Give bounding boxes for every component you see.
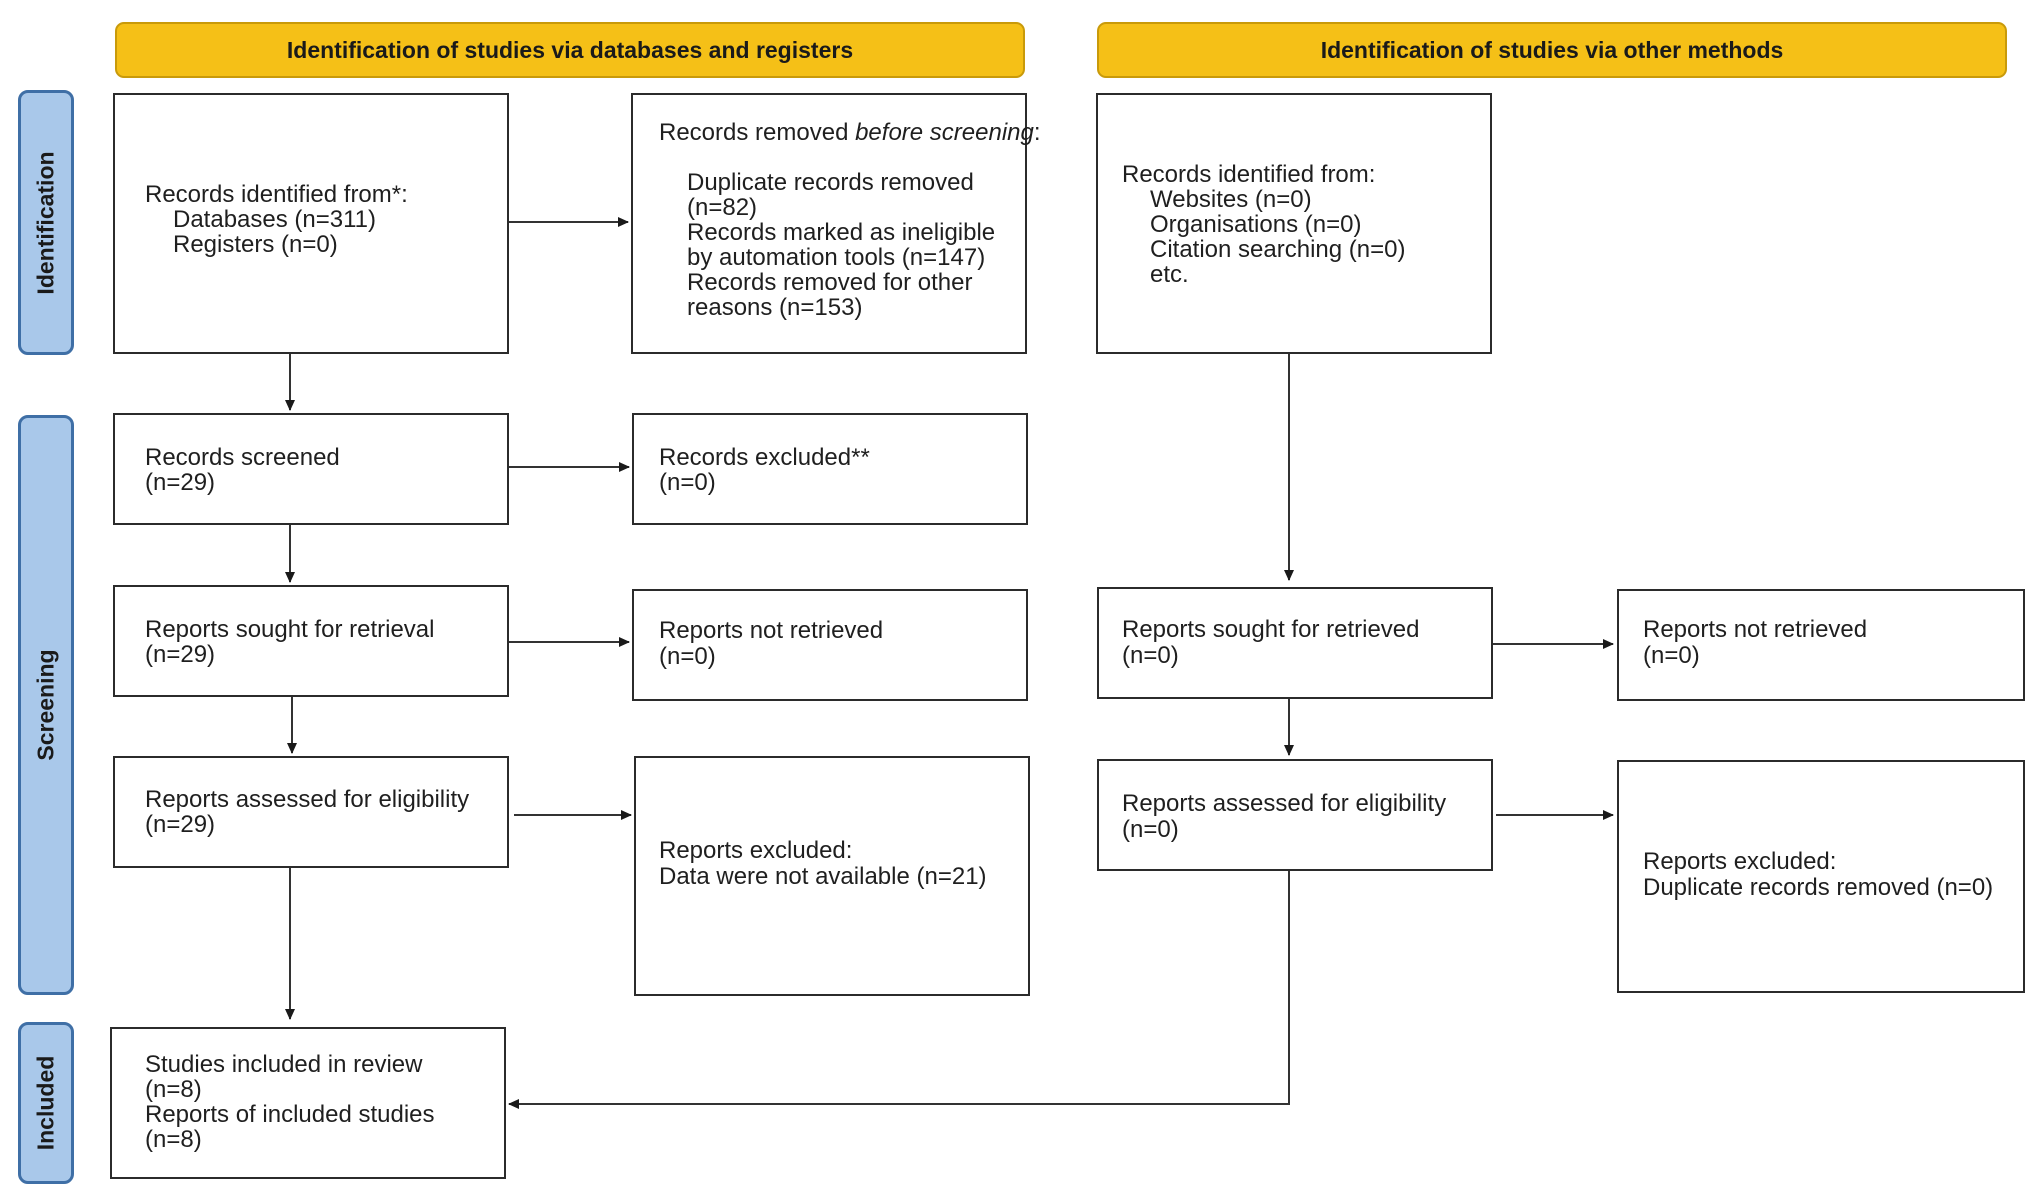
reports-not-retrieved-box: Reports not retrieved (n=0) — [632, 589, 1028, 701]
reports-included-n: (n=8) — [145, 1126, 202, 1153]
other-identified-websites: Websites (n=0) — [1150, 186, 1312, 213]
records-screened-box: Records screened (n=29) — [113, 413, 509, 525]
reports-assessed-title: Reports assessed for eligibility — [145, 786, 470, 813]
other-reports-not-retrieved-box: Reports not retrieved (n=0) — [1617, 589, 2025, 701]
reports-excluded-box: Reports excluded: Data were not availabl… — [634, 756, 1030, 996]
other-reports-assessed-n: (n=0) — [1122, 816, 1179, 843]
records-identified-databases: Databases (n=311) — [173, 206, 377, 233]
records-screened-title: Records screened — [145, 444, 340, 471]
other-reports-not-retrieved-title: Reports not retrieved — [1643, 616, 1868, 643]
records-identified-title: Records identified from*: — [145, 181, 408, 208]
other-identified-etc: etc. — [1150, 261, 1189, 288]
reports-sought-n: (n=29) — [145, 641, 216, 668]
duplicates-removed-line2: (n=82) — [687, 194, 758, 221]
records-identified-box: Records identified from*: Databases (n=3… — [113, 93, 509, 354]
other-identified-organisations: Organisations (n=0) — [1150, 211, 1362, 238]
records-removed-title: Records removed before screening: — [659, 119, 1041, 146]
records-excluded-n: (n=0) — [659, 469, 716, 496]
phase-included: Included — [18, 1022, 74, 1184]
studies-included-box: Studies included in review (n=8) Reports… — [110, 1027, 506, 1179]
other-records-identified-box: Records identified from: Websites (n=0) … — [1096, 93, 1492, 354]
arrow-other-assessed-to-included — [508, 871, 1290, 1109]
records-excluded-title: Records excluded** — [659, 444, 870, 471]
other-reports-not-retrieved-n: (n=0) — [1643, 642, 1700, 669]
reports-excluded-title: Reports excluded: — [659, 837, 853, 864]
phase-screening: Screening — [18, 415, 74, 995]
header-other-methods: Identification of studies via other meth… — [1097, 22, 2007, 78]
other-reports-excluded-box: Reports excluded: Duplicate records remo… — [1617, 760, 2025, 993]
reports-included-title: Reports of included studies — [145, 1101, 435, 1128]
studies-included-title: Studies included in review — [145, 1051, 423, 1078]
studies-included-n: (n=8) — [145, 1076, 202, 1103]
reports-sought-title: Reports sought for retrieval — [145, 616, 435, 643]
automation-removed-line2: by automation tools (n=147) — [687, 244, 986, 271]
other-reports-assessed-box: Reports assessed for eligibility (n=0) — [1097, 759, 1493, 871]
duplicates-removed-line1: Duplicate records removed — [687, 169, 974, 196]
header-databases-label: Identification of studies via databases … — [286, 36, 854, 63]
other-reports-sought-title: Reports sought for retrieved — [1122, 616, 1420, 643]
header-databases-registers: Identification of studies via databases … — [115, 22, 1025, 78]
other-reports-excluded-title: Reports excluded: — [1643, 848, 1837, 875]
other-identified-citation: Citation searching (n=0) — [1150, 236, 1406, 263]
reports-assessed-n: (n=29) — [145, 811, 216, 838]
reports-excluded-reason: Data were not available (n=21) — [659, 863, 987, 890]
phase-identification: Identification — [18, 90, 74, 355]
other-reports-assessed-title: Reports assessed for eligibility — [1122, 790, 1447, 817]
other-reports-excluded-reason: Duplicate records removed (n=0) — [1643, 874, 1994, 901]
records-identified-registers: Registers (n=0) — [173, 231, 338, 258]
reports-not-retrieved-title: Reports not retrieved — [659, 617, 884, 644]
other-removed-line1: Records removed for other — [687, 269, 973, 296]
records-removed-box: Records removed before screening: Duplic… — [631, 93, 1041, 354]
reports-sought-box: Reports sought for retrieval (n=29) — [113, 585, 509, 697]
records-screened-n: (n=29) — [145, 469, 216, 496]
other-reports-sought-box: Reports sought for retrieved (n=0) — [1097, 587, 1493, 699]
other-removed-line2: reasons (n=153) — [687, 294, 863, 321]
other-identified-title: Records identified from: — [1122, 161, 1376, 188]
other-reports-sought-n: (n=0) — [1122, 642, 1179, 669]
reports-assessed-box: Reports assessed for eligibility (n=29) — [113, 756, 509, 868]
automation-removed-line1: Records marked as ineligible — [687, 219, 996, 246]
header-other-label: Identification of studies via other meth… — [1320, 36, 1784, 63]
records-excluded-box: Records excluded** (n=0) — [632, 413, 1028, 525]
reports-not-retrieved-n: (n=0) — [659, 643, 716, 670]
